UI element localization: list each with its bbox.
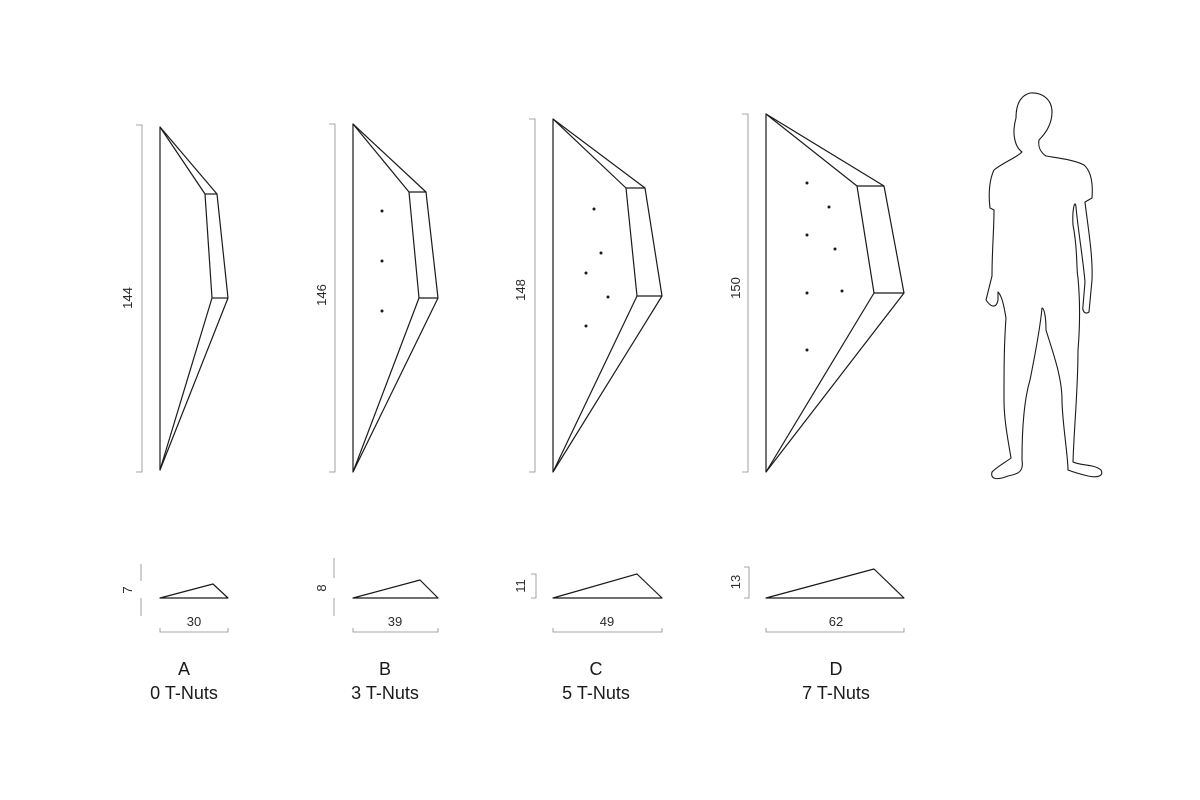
- volume-c-side-view: [531, 573, 663, 633]
- tnut-hole: [592, 207, 596, 211]
- tnut-hole: [584, 324, 588, 328]
- volume-b-caption: B 3 T-Nuts: [305, 657, 465, 705]
- volume-b-front-view: [329, 123, 439, 473]
- tnut-hole: [599, 251, 603, 255]
- tnut-hole: [833, 247, 837, 251]
- human-silhouette-icon: [985, 92, 1103, 480]
- volume-c-caption: C 5 T-Nuts: [516, 657, 676, 705]
- volume-d-height: 150: [728, 277, 743, 299]
- volume-d-letter: D: [829, 659, 843, 679]
- tnut-hole: [380, 309, 384, 313]
- volume-d-tnuts: 7 T-Nuts: [802, 683, 870, 703]
- tnut-hole: [606, 295, 610, 299]
- volume-b-tnut-holes: [380, 209, 384, 313]
- volume-d-tnut-holes: [805, 181, 844, 352]
- volume-a-front-view: [136, 124, 229, 473]
- tnut-hole: [380, 209, 384, 213]
- tnut-hole: [805, 181, 809, 185]
- volume-d-front-view: [742, 113, 905, 473]
- volume-c-letter: C: [589, 659, 603, 679]
- volume-b-tnuts: 3 T-Nuts: [351, 683, 419, 703]
- volume-a-width: 30: [187, 614, 201, 629]
- volume-d-side-view: [744, 566, 905, 633]
- volume-d-caption: D 7 T-Nuts: [756, 657, 916, 705]
- volume-a-side-view: [140, 564, 229, 633]
- tnut-hole: [827, 205, 831, 209]
- volume-a-caption: A 0 T-Nuts: [104, 657, 264, 705]
- volume-c-height: 148: [513, 279, 528, 301]
- volume-b-side-view: [333, 558, 439, 633]
- volume-c-depth: 11: [513, 579, 528, 593]
- volume-a-depth: 7: [120, 586, 135, 593]
- tnut-hole: [840, 289, 844, 293]
- volume-c-tnut-holes: [584, 207, 610, 328]
- volume-c-width: 49: [600, 614, 614, 629]
- volume-a-tnuts: 0 T-Nuts: [150, 683, 218, 703]
- volume-d-width: 62: [829, 614, 843, 629]
- tnut-hole: [805, 291, 809, 295]
- volume-b-depth: 8: [314, 584, 329, 591]
- tnut-hole: [805, 348, 809, 352]
- volume-b-width: 39: [388, 614, 402, 629]
- volume-c-tnuts: 5 T-Nuts: [562, 683, 630, 703]
- volume-b-letter: B: [378, 659, 391, 679]
- volume-c-front-view: [529, 118, 663, 473]
- volume-b-height: 146: [314, 284, 329, 306]
- tnut-hole: [584, 271, 588, 275]
- volume-a-height: 144: [120, 287, 135, 309]
- volume-d-depth: 13: [728, 575, 743, 589]
- tnut-hole: [380, 259, 384, 263]
- tnut-hole: [805, 233, 809, 237]
- volume-a-letter: A: [177, 659, 190, 679]
